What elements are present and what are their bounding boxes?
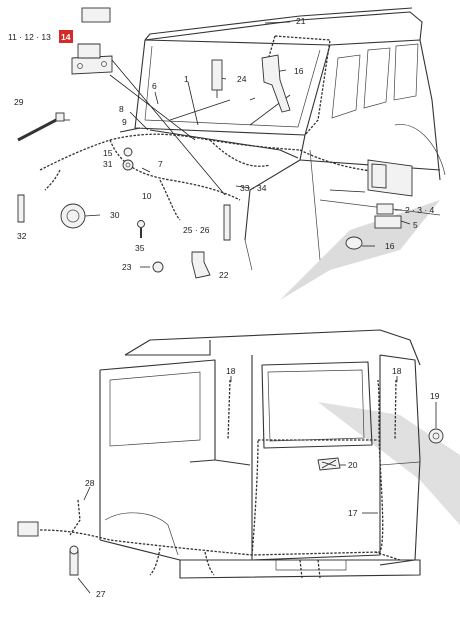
callout-15: 15 xyxy=(103,148,113,158)
callout-30: 30 xyxy=(110,210,120,220)
right-window-harness xyxy=(394,379,397,441)
pigtail-harness-28 xyxy=(69,499,81,536)
callout-19: 19 xyxy=(430,391,440,401)
front-harness xyxy=(39,133,301,221)
clip-part-20 xyxy=(317,457,341,471)
bolt-part-23 xyxy=(140,261,164,273)
callout-29: 29 xyxy=(14,97,24,107)
clip-part-22 xyxy=(191,251,211,279)
callout-2-3-4: 2 · 3 · 4 xyxy=(405,205,435,215)
grommet-part-19 xyxy=(428,428,444,444)
callout-6: 6 xyxy=(152,81,157,91)
callout-24: 24 xyxy=(237,74,247,84)
callout-28: 28 xyxy=(85,478,95,488)
clip-part-25-26 xyxy=(223,204,231,241)
callout-25-26: 25 · 26 xyxy=(183,225,210,235)
callout-9: 9 xyxy=(122,117,127,127)
connector-box xyxy=(17,521,39,537)
callout-32: 32 xyxy=(17,231,27,241)
callout-31: 31 xyxy=(103,159,113,169)
bracket-part-32 xyxy=(17,194,25,223)
callout-23: 23 xyxy=(122,262,132,272)
callout-5: 5 xyxy=(413,220,418,230)
callout-33-34: 33 · 34 xyxy=(240,183,267,193)
wiper-motor-part-24 xyxy=(211,59,223,98)
callout-11-12-13: 11 · 12 · 13 xyxy=(8,32,51,42)
vehicle-front-view xyxy=(119,7,446,271)
callout-18-left: 18 xyxy=(226,366,236,376)
grommet-part-16 xyxy=(345,236,363,250)
bracket-part-14 xyxy=(71,7,113,75)
switch-part-5 xyxy=(374,215,402,229)
rear-harness xyxy=(39,379,401,579)
callout-8: 8 xyxy=(119,104,124,114)
bolt-part-29 xyxy=(17,112,65,142)
windscreen-harness xyxy=(267,35,331,136)
left-window-harness xyxy=(227,379,231,441)
callout-10: 10 xyxy=(142,191,152,201)
callout-16-mid: 16 xyxy=(385,241,395,251)
door-hinge-part xyxy=(367,159,413,197)
callout-22: 22 xyxy=(219,270,229,280)
callout-14: 14 xyxy=(61,32,71,42)
switch-part-2-3-4 xyxy=(376,203,394,215)
callout-35: 35 xyxy=(135,243,145,253)
watermark-arrow-bottom xyxy=(318,402,460,525)
callout-7: 7 xyxy=(158,159,163,169)
callout-1: 1 xyxy=(184,74,189,84)
callout-18-right: 18 xyxy=(392,366,402,376)
bracket-part-27 xyxy=(69,545,79,576)
callout-16-top: 16 xyxy=(294,66,304,76)
callout-17: 17 xyxy=(348,508,358,518)
callout-21: 21 xyxy=(296,16,306,26)
callout-20: 20 xyxy=(348,460,358,470)
hinge-part-16 xyxy=(261,54,291,113)
horn-part-30 xyxy=(60,203,101,229)
screw-part-35 xyxy=(137,220,145,238)
callout-14-highlight-box xyxy=(59,30,73,43)
grommets-part-15-31 xyxy=(122,147,134,171)
watermark-arrow-top xyxy=(280,200,440,300)
vehicle-rear-view xyxy=(99,329,421,579)
callout-27: 27 xyxy=(96,589,106,599)
